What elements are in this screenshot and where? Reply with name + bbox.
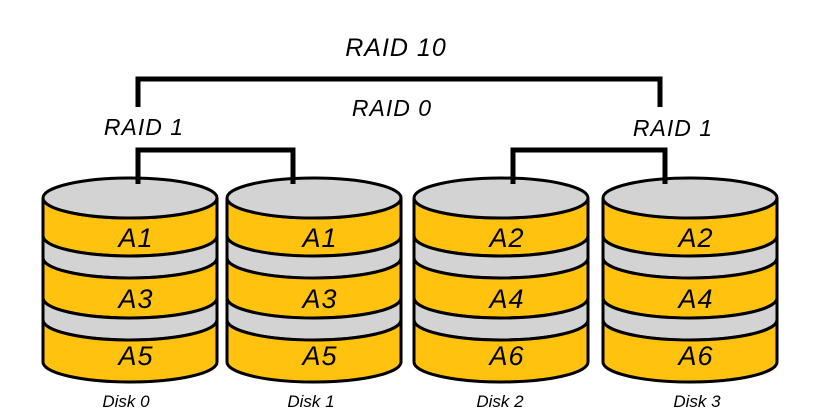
disk-0-block-label: A3 [116, 284, 153, 314]
disk-3-cylinder [601, 176, 779, 384]
disk-0-block-label: A1 [116, 223, 153, 253]
raid10-bracket [135, 76, 663, 107]
disk-2-block-label: A6 [487, 341, 524, 371]
disk-0-block-label: A5 [116, 341, 153, 371]
raid1-right-bracket [510, 147, 668, 184]
raid1-left-label: RAID 1 [104, 114, 184, 140]
disk-3-top-ellipse [601, 176, 779, 220]
disk-2-cylinder [412, 176, 590, 384]
disk-1-name-label: Disk 1 [287, 392, 334, 411]
disk-3-band-3 [601, 319, 779, 384]
disk-1-top-ellipse [225, 176, 403, 220]
disk-3-block-label: A4 [676, 284, 713, 314]
disk-2-top-ellipse [412, 176, 590, 220]
raid10-title: RAID 10 [345, 34, 446, 62]
raid1-left-bracket [135, 147, 296, 184]
raid0-label: RAID 0 [352, 95, 432, 121]
disk-1-block-label: A5 [300, 341, 337, 371]
disk-0-band-3 [41, 319, 219, 384]
disk-1-cylinder [225, 176, 403, 384]
disk-1-band-3 [225, 319, 403, 384]
disk-2-name-label: Disk 2 [476, 392, 524, 411]
disk-2-band-3 [412, 319, 590, 384]
disk-3-block-label: A6 [676, 341, 713, 371]
disk-3-name-label: Disk 3 [673, 392, 721, 411]
disk-1-block-label: A1 [300, 223, 337, 253]
disk-1-block-label: A3 [300, 284, 337, 314]
disk-2-block-label: A2 [487, 223, 524, 253]
disk-0-top-ellipse [41, 176, 219, 220]
disk-0-name-label: Disk 0 [102, 392, 150, 411]
disk-3-block-label: A2 [676, 223, 713, 253]
disk-2-block-label: A4 [487, 284, 524, 314]
raid1-right-label: RAID 1 [633, 115, 713, 141]
disk-0-cylinder [41, 176, 219, 384]
